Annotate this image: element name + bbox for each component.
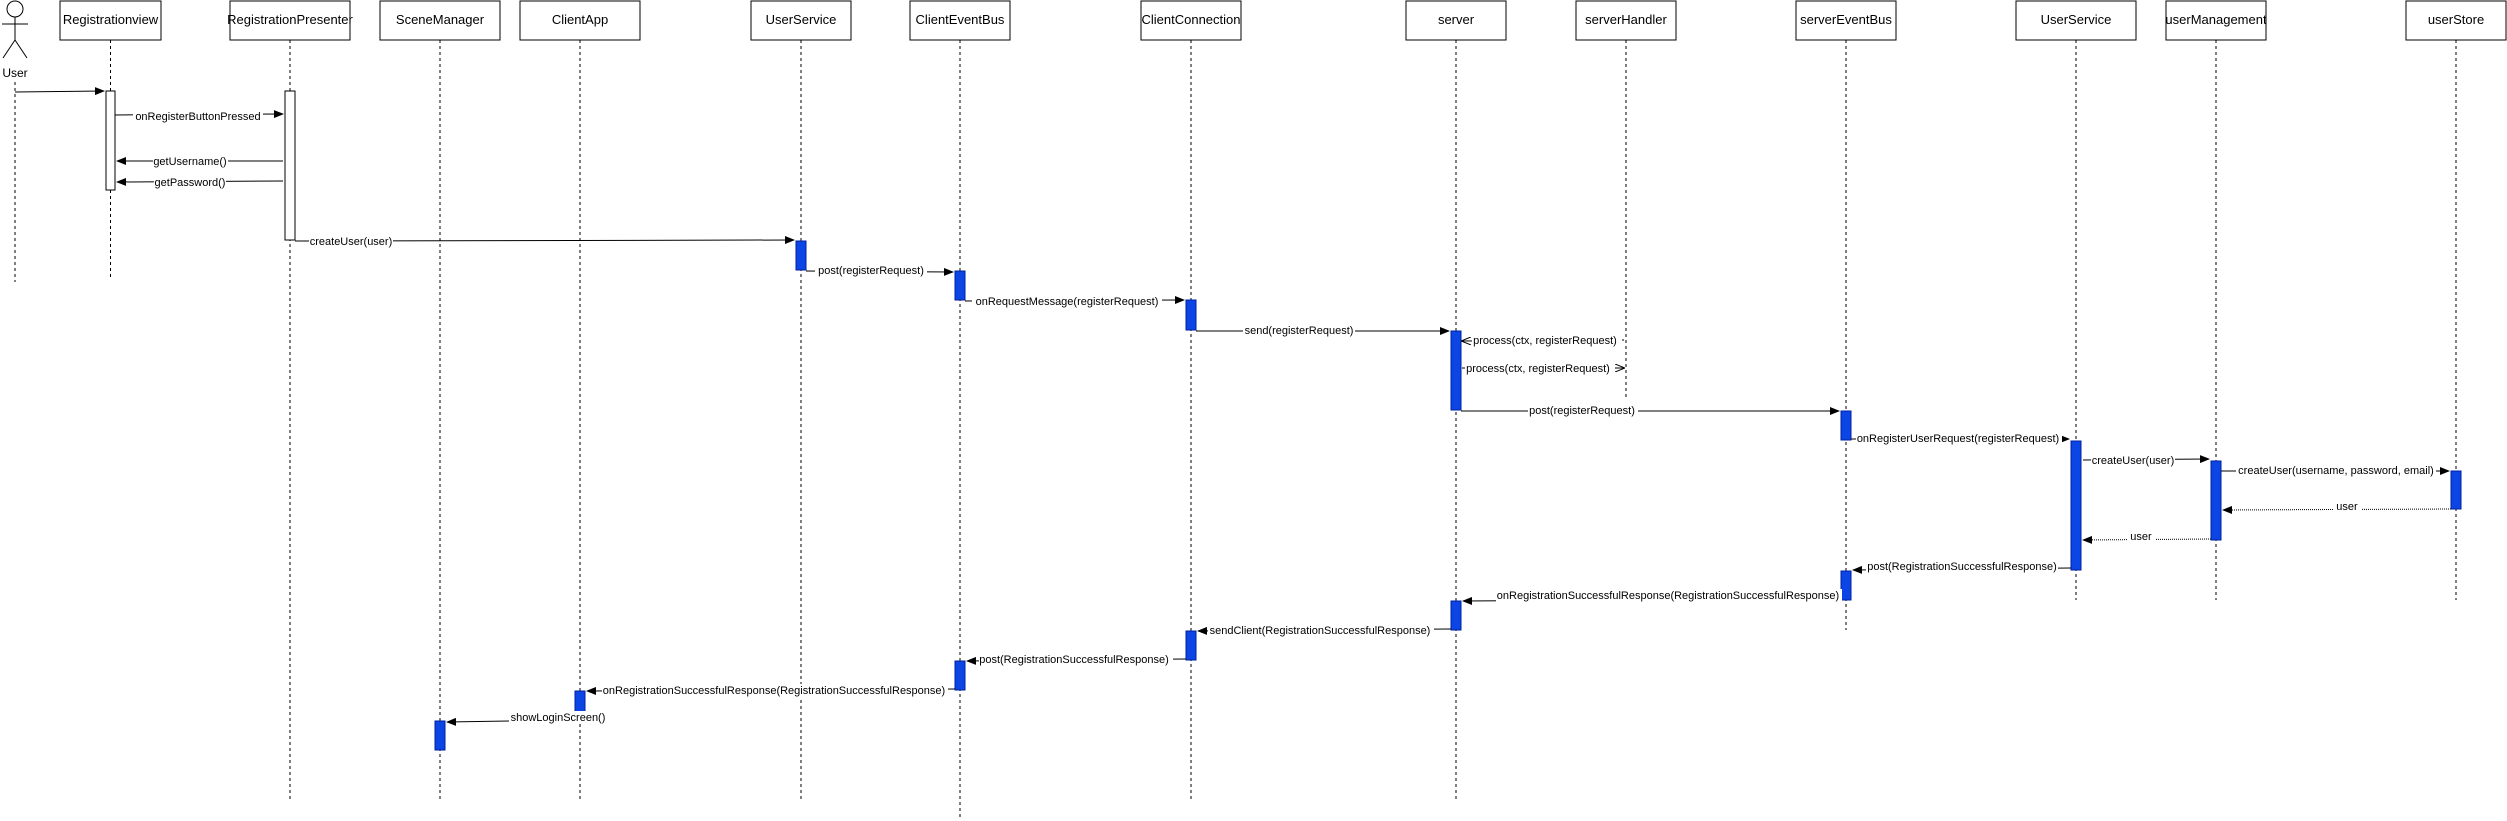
activation-server-response: [1450, 600, 1462, 631]
message-label: post(RegistrationSuccessfulResponse): [979, 654, 1169, 666]
message-label: onRegistrationSuccessfulResponse(Registr…: [1497, 590, 1839, 602]
participant-label: userManagement: [2165, 12, 2267, 27]
message-user-to-registrationview: [14, 87, 105, 96]
message-label: process(ctx, registerRequest): [1466, 363, 1610, 375]
message-label: onRequestMessage(registerRequest): [976, 296, 1159, 308]
participant-label: userStore: [2428, 12, 2484, 27]
participant-label: ClientEventBus: [916, 12, 1005, 27]
participant-clientapp: ClientApp: [519, 0, 641, 800]
activation-clientconnection-response: [1185, 630, 1197, 661]
message-label: onRegisterUserRequest(registerRequest): [1857, 433, 2059, 445]
message-label: onRegisterButtonPressed: [135, 111, 260, 123]
activation-server: [1450, 330, 1462, 411]
activations: [105, 90, 2462, 751]
participant-clientconnection: ClientConnection: [1140, 0, 1242, 800]
participant-label: ClientConnection: [1141, 12, 1240, 27]
activation-clientconnection: [1185, 299, 1197, 331]
participant-label: SceneManager: [396, 12, 485, 27]
message-label: createUser(username, password, email): [2238, 465, 2434, 477]
activation-servereventbus: [1840, 410, 1852, 441]
participant-label: serverHandler: [1585, 12, 1667, 27]
activation-userstore: [2450, 470, 2462, 510]
participant-label: UserService: [766, 12, 837, 27]
message-label: process(ctx, registerRequest): [1473, 335, 1617, 347]
messages: onRegisterButtonPressed getUsername() ge…: [14, 87, 2452, 726]
participant-server: server: [1405, 0, 1507, 800]
participant-label: UserService: [2041, 12, 2112, 27]
participant-usermanagement: userManagement: [2165, 0, 2267, 600]
activation-userservice-client: [795, 240, 807, 271]
participant-label: Registrationview: [63, 12, 159, 27]
participant-userservice-server: UserService: [2015, 0, 2137, 600]
participant-label: serverEventBus: [1800, 12, 1892, 27]
message-label: createUser(user): [2092, 455, 2175, 467]
activation-registrationpresenter: [284, 90, 296, 241]
activation-clienteventbus-response: [954, 660, 966, 691]
actor-label: User: [2, 66, 27, 80]
message-label: createUser(user): [310, 236, 393, 248]
activation-clienteventbus: [954, 270, 966, 301]
message-label: user: [2336, 501, 2358, 513]
activation-userservice-server: [2070, 440, 2082, 571]
participant-servereventbus: serverEventBus: [1795, 0, 1897, 630]
participant-scenemanager: SceneManager: [379, 0, 501, 800]
participant-label: server: [1438, 12, 1475, 27]
activation-registrationview: [105, 90, 116, 191]
participant-userstore: userStore: [2405, 0, 2507, 600]
message-label: showLoginScreen(): [511, 712, 606, 724]
message-label: getUsername(): [153, 156, 226, 168]
message-label: sendClient(RegistrationSuccessfulRespons…: [1210, 625, 1431, 637]
participant-label: ClientApp: [552, 12, 608, 27]
message-label: user: [2130, 531, 2152, 543]
message-label: onRegistrationSuccessfulResponse(Registr…: [603, 685, 945, 697]
actor-user: User: [2, 0, 28, 282]
participant-registrationview: Registrationview: [59, 0, 162, 280]
activation-usermanagement: [2210, 460, 2222, 541]
message-label: post(registerRequest): [1529, 405, 1635, 417]
activation-servereventbus-response: [1840, 570, 1852, 601]
message-label: getPassword(): [155, 177, 226, 189]
activation-scenemanager: [434, 720, 446, 751]
participant-userservice-client: UserService: [750, 0, 852, 800]
participant-label: RegistrationPresenter: [227, 12, 353, 27]
message-label: send(registerRequest): [1245, 325, 1354, 337]
message-label: post(registerRequest): [818, 265, 924, 277]
message-label: post(RegistrationSuccessfulResponse): [1867, 561, 2057, 573]
participant-serverhandler: serverHandler: [1575, 0, 1677, 398]
